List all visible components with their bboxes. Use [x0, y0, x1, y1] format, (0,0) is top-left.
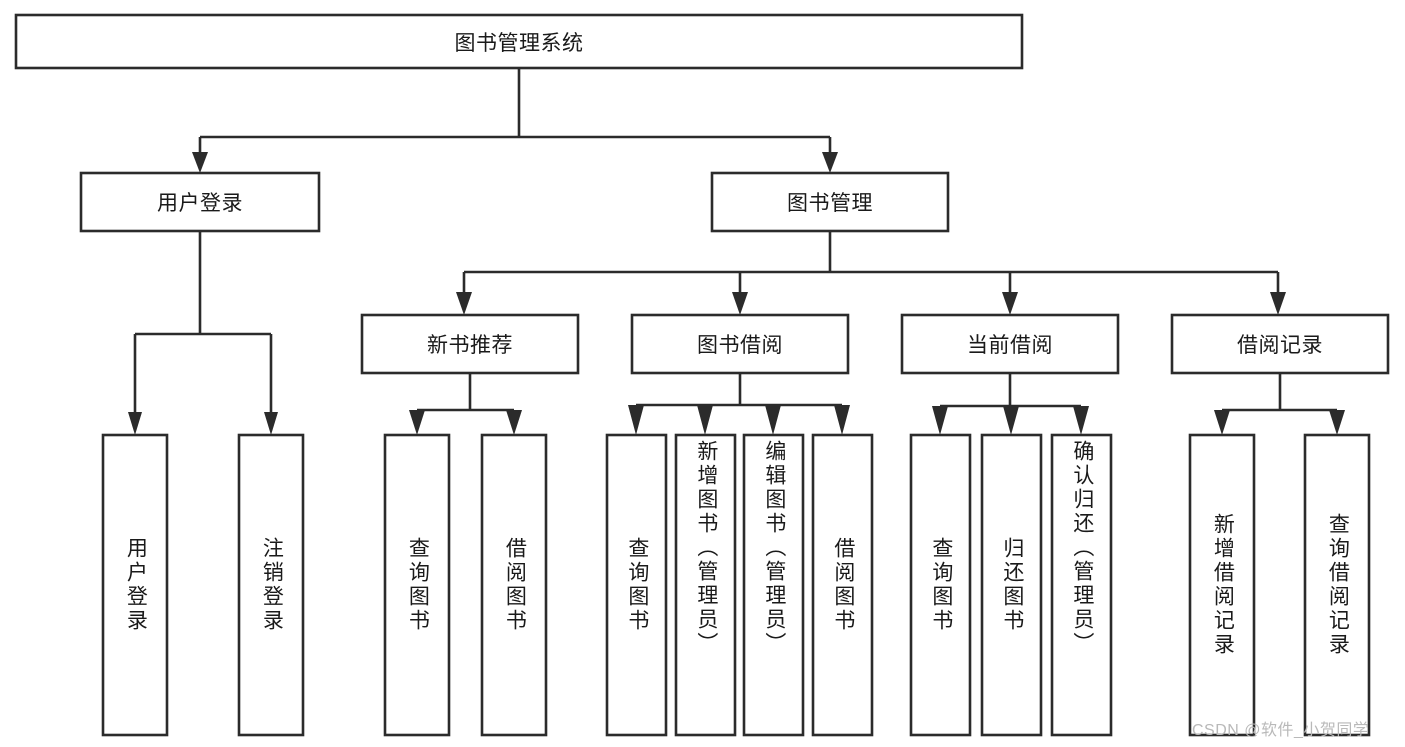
arrow-head-new-book-leaf-0	[409, 410, 425, 435]
leaf-box-current-borrow-0[interactable]	[909, 433, 972, 737]
arrow-head-user-login	[192, 152, 208, 173]
node-box-current-borrow[interactable]	[900, 313, 1120, 375]
node-box-book-management[interactable]	[710, 171, 950, 233]
leaf-box-current-borrow-1[interactable]	[980, 433, 1043, 737]
arrow-head-book-borrow-leaf-3	[834, 405, 850, 435]
arrow-head-book-borrow-leaf-1	[697, 405, 713, 435]
csdn-watermark: CSDN @软件_小贺同学	[1192, 722, 1370, 739]
arrow-head-borrow-record-leaf-1	[1329, 410, 1345, 435]
node-box-book-borrow[interactable]	[630, 313, 850, 375]
arrow-head-new-book	[456, 292, 472, 315]
arrow-head-current-borrow-leaf-1	[1003, 406, 1019, 435]
arrow-head-user-login-leaf-1	[264, 412, 278, 435]
arrow-head-borrow-record-leaf-0	[1214, 410, 1230, 435]
leaf-box-user-login-0[interactable]	[101, 433, 169, 737]
leaf-box-book-borrow-1[interactable]	[674, 433, 737, 737]
arrow-head-user-login-leaf-0	[128, 412, 142, 435]
leaf-box-new-book-1[interactable]	[480, 433, 548, 737]
arrow-head-new-book-leaf-1	[506, 410, 522, 435]
leaf-box-new-book-0[interactable]	[383, 433, 451, 737]
leaf-box-user-login-1[interactable]	[237, 433, 305, 737]
node-box-root[interactable]	[14, 13, 1024, 70]
node-box-new-book-recommend[interactable]	[360, 313, 580, 375]
arrow-head-current-borrow	[1002, 292, 1018, 315]
node-box-user-login[interactable]	[79, 171, 321, 233]
arrow-head-book-management	[822, 152, 838, 173]
leaf-box-book-borrow-2[interactable]	[742, 433, 805, 737]
leaf-box-current-borrow-2[interactable]	[1050, 433, 1113, 737]
arrow-head-current-borrow-leaf-2	[1073, 406, 1089, 435]
leaf-box-borrow-record-1[interactable]	[1303, 433, 1371, 737]
arrow-head-borrow-record	[1270, 292, 1286, 315]
arrow-head-book-borrow-leaf-2	[765, 405, 781, 435]
arrow-head-current-borrow-leaf-0	[932, 406, 948, 435]
arrow-head-book-borrow	[732, 292, 748, 315]
leaf-box-borrow-record-0[interactable]	[1188, 433, 1256, 737]
arrow-head-book-borrow-leaf-0	[628, 405, 644, 435]
leaf-box-book-borrow-0[interactable]	[605, 433, 668, 737]
leaf-box-book-borrow-3[interactable]	[811, 433, 874, 737]
node-box-borrow-record[interactable]	[1170, 313, 1390, 375]
